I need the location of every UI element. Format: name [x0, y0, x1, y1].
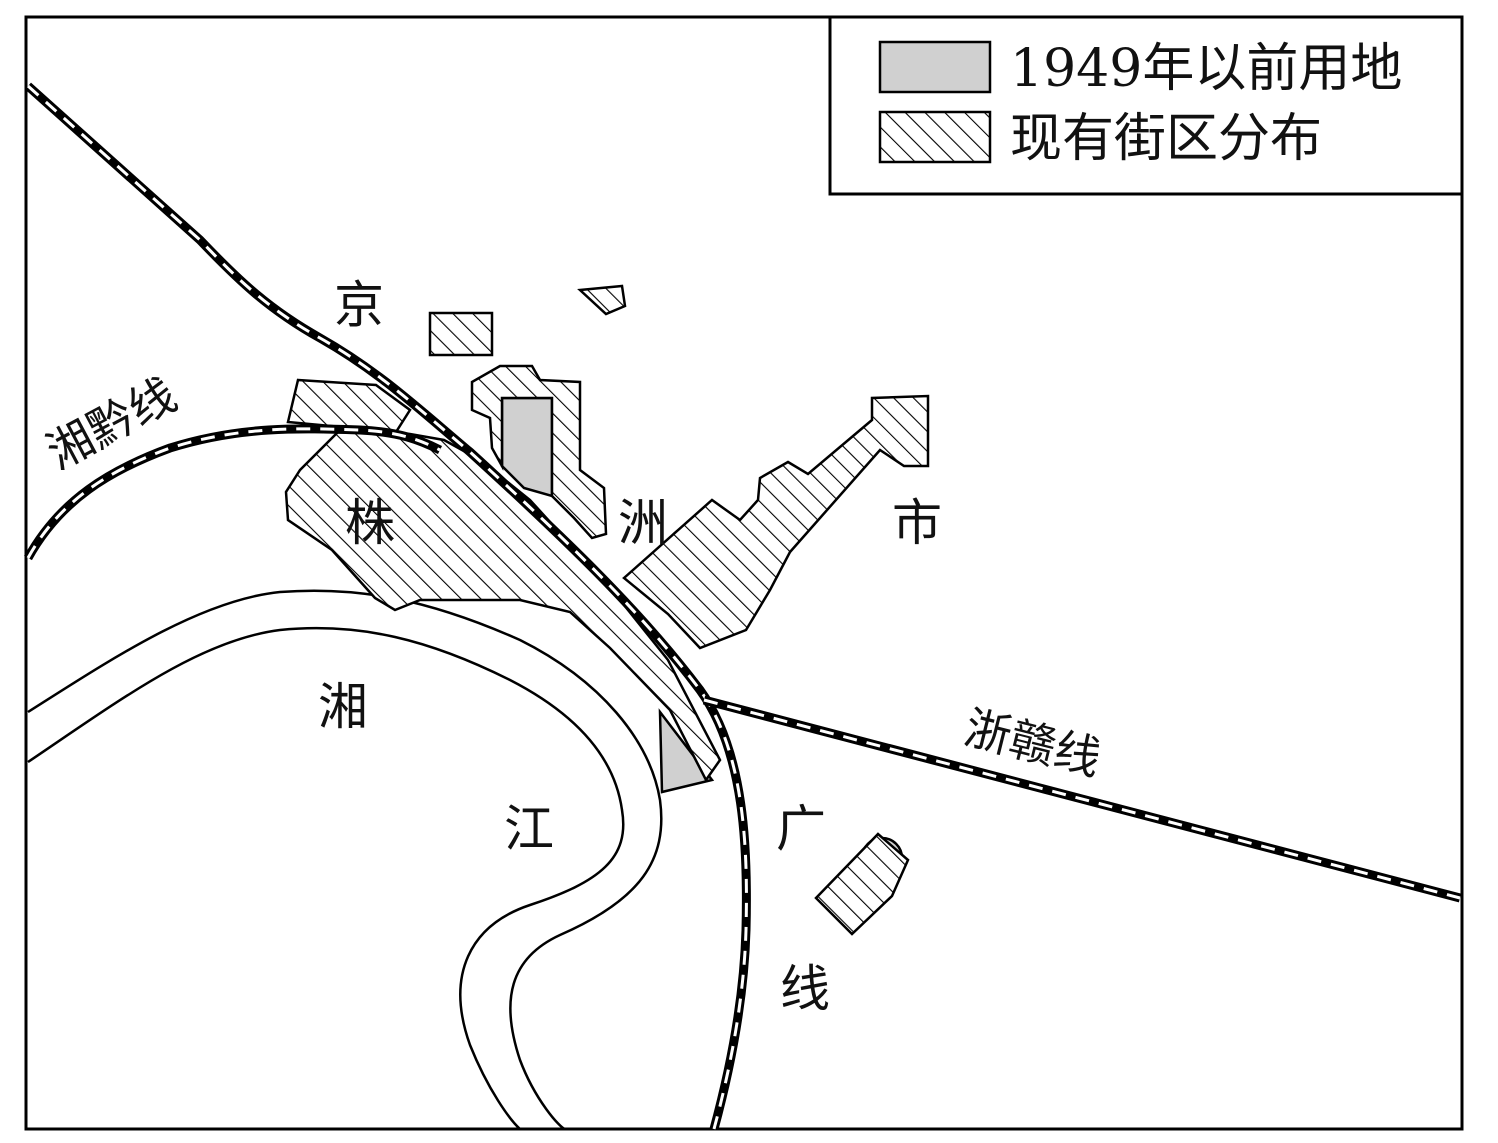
label-river-jiang: 江: [504, 800, 554, 858]
district-small-north: [577, 284, 627, 316]
legend-label-old-land: 1949年以前用地: [1010, 39, 1402, 99]
legend: 1949年以前用地 现有街区分布: [828, 15, 1464, 196]
jingguang-railway-inner: [26, 84, 748, 1130]
label-jingguang-jing: 京: [334, 276, 384, 334]
river-bank-north: [27, 589, 663, 1131]
district-east-wing: [622, 394, 930, 650]
xiangqian-railway-inner: [26, 427, 441, 559]
district-southeast: [814, 832, 910, 936]
label-city-shi: 市: [892, 494, 942, 552]
river-bank-south: [27, 626, 625, 1130]
xiang-river: [27, 589, 663, 1131]
legend-swatch-district: [878, 110, 992, 164]
legend-swatch-old-land: [878, 40, 992, 94]
district-square: [428, 311, 494, 357]
label-river-xiang: 湘: [318, 678, 368, 736]
label-city-zhou: 洲: [618, 494, 668, 552]
label-jingguang-guang: 广: [776, 800, 826, 858]
label-city-zhu: 株: [345, 494, 395, 552]
current-district-areas: [284, 284, 930, 936]
zhegan-railway-inner: [703, 698, 1461, 900]
district-west-upper: [286, 378, 412, 434]
label-jingguang-xian: 线: [780, 960, 830, 1018]
old-land-block-river: [658, 708, 715, 794]
legend-label-district: 现有街区分布: [1010, 109, 1322, 169]
railways: [24, 82, 1462, 1131]
district-main: [284, 430, 722, 783]
district-north-l: [470, 364, 608, 540]
